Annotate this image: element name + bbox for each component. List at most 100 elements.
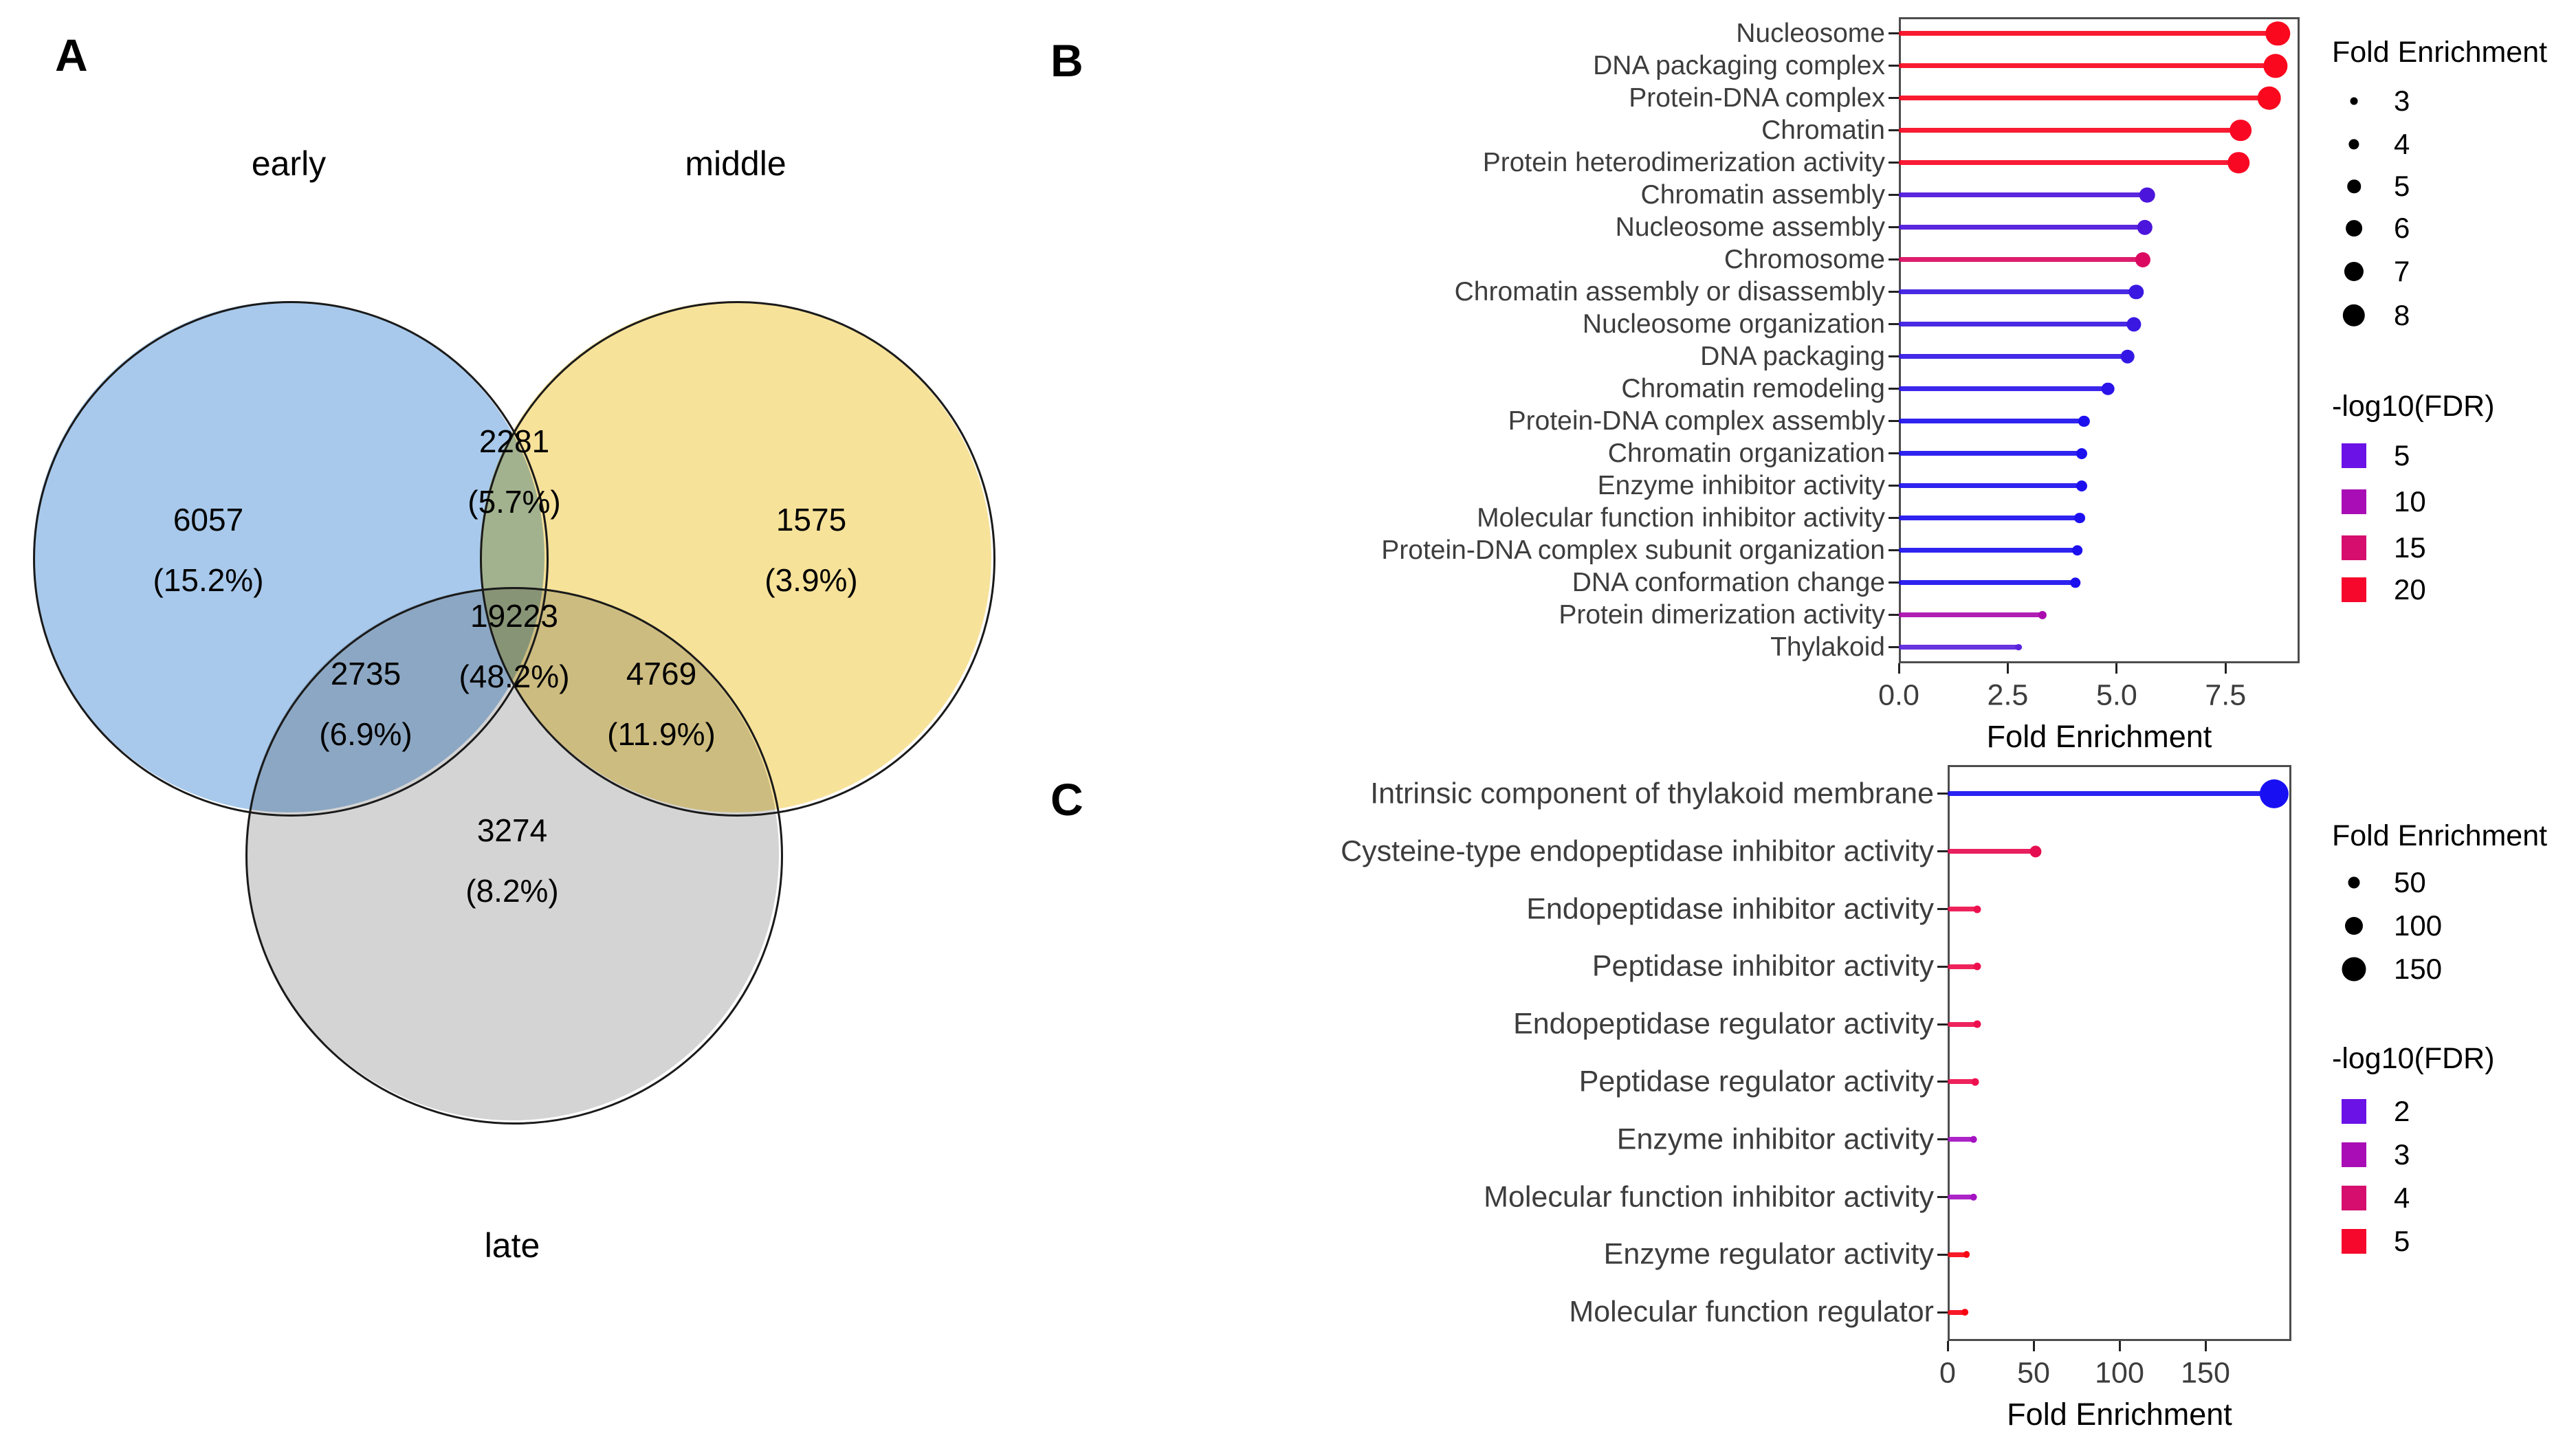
x-tick bbox=[1897, 663, 1900, 674]
y-tick bbox=[1937, 1196, 1948, 1198]
lollipop-stem bbox=[1948, 1079, 1975, 1085]
legend-color-swatch bbox=[2342, 1099, 2366, 1124]
legend-size-label: 8 bbox=[2394, 299, 2410, 331]
lollipop-dot bbox=[2137, 219, 2153, 235]
category-label: Nucleosome assembly bbox=[1615, 212, 1885, 242]
category-label: Nucleosome organization bbox=[1582, 309, 1885, 339]
x-axis-title: Fold Enrichment bbox=[1986, 719, 2212, 754]
venn-region-count-early: 6057 bbox=[173, 502, 244, 538]
x-tick-label: 100 bbox=[2095, 1356, 2144, 1390]
category-label: Enzyme regulator activity bbox=[1603, 1237, 1934, 1271]
lollipop-stem bbox=[1899, 192, 2148, 197]
legend-size-dot bbox=[2348, 876, 2360, 889]
category-label: Chromatin organization bbox=[1607, 438, 1885, 468]
legend-color-swatch bbox=[2342, 577, 2366, 602]
legend-color-swatch bbox=[2342, 535, 2366, 560]
y-tick bbox=[1889, 614, 1899, 616]
legend-color-title: -log10(FDR) bbox=[2332, 1042, 2495, 1075]
lollipop-stem bbox=[1899, 160, 2239, 165]
lollipop-dot bbox=[1972, 905, 1981, 913]
y-tick bbox=[1889, 420, 1899, 422]
category-label: Chromatin assembly or disassembly bbox=[1454, 276, 1885, 307]
y-tick bbox=[1889, 355, 1899, 357]
x-tick bbox=[2204, 1341, 2207, 1351]
lollipop-stem bbox=[1948, 1195, 1974, 1199]
category-label: DNA conformation change bbox=[1572, 567, 1885, 597]
legend-size-dot bbox=[2348, 139, 2359, 150]
venn-set-label-late: late bbox=[484, 1226, 540, 1265]
y-tick bbox=[1937, 793, 1948, 795]
x-tick-label: 7.5 bbox=[2205, 678, 2247, 712]
x-tick bbox=[2115, 663, 2118, 674]
category-label: Peptidase regulator activity bbox=[1578, 1065, 1934, 1098]
panel-b-letter: B bbox=[1050, 35, 1083, 86]
y-tick bbox=[1889, 388, 1899, 390]
lollipop-dot bbox=[2038, 610, 2047, 619]
venn-region-pct-early_late: (6.9%) bbox=[319, 716, 412, 752]
category-label: DNA packaging bbox=[1700, 341, 1885, 371]
category-label: Chromatin bbox=[1761, 115, 1885, 145]
legend-color-label: 2 bbox=[2394, 1095, 2410, 1127]
category-label: Chromatin assembly bbox=[1640, 179, 1885, 210]
category-label: Protein-DNA complex subunit organization bbox=[1381, 535, 1885, 565]
lollipop-dot bbox=[1971, 1078, 1979, 1086]
plot-frame bbox=[1899, 17, 2300, 663]
lollipop-stem bbox=[1899, 483, 2082, 488]
venn-region-count-late: 3274 bbox=[476, 812, 548, 848]
venn-set-label-middle: middle bbox=[685, 144, 786, 183]
x-tick-label: 150 bbox=[2181, 1356, 2230, 1390]
y-tick bbox=[1889, 581, 1899, 584]
legend-color-label: 5 bbox=[2394, 439, 2410, 472]
y-tick bbox=[1937, 1138, 1948, 1141]
category-label: Thylakoid bbox=[1770, 632, 1885, 662]
legend-size-title: Fold Enrichment bbox=[2332, 819, 2548, 852]
y-tick bbox=[1889, 452, 1899, 454]
legend-size-label: 4 bbox=[2394, 128, 2410, 160]
legend-size-dot bbox=[2346, 220, 2362, 236]
lollipop-dot bbox=[1963, 1251, 1970, 1259]
lollipop-stem bbox=[1899, 419, 2084, 423]
lollipop-stem bbox=[1899, 516, 2080, 520]
y-tick bbox=[1889, 65, 1899, 67]
legend-size-dot bbox=[2344, 261, 2364, 282]
lollipop-stem bbox=[1899, 257, 2143, 262]
lollipop-dot bbox=[1970, 1193, 1977, 1201]
lollipop-stem bbox=[1899, 580, 2076, 585]
lollipop-dot bbox=[2072, 544, 2083, 556]
lollipop-dot bbox=[2227, 151, 2250, 174]
legend-color-label: 10 bbox=[2394, 485, 2426, 518]
x-tick-label: 0 bbox=[1939, 1356, 1956, 1390]
y-tick bbox=[1937, 1253, 1948, 1256]
lollipop-stem bbox=[1899, 354, 2128, 359]
lollipop-dot bbox=[2120, 349, 2135, 364]
lollipop-dot bbox=[2074, 512, 2085, 524]
legend-size-dot bbox=[2347, 179, 2361, 193]
category-label: Enzyme inhibitor activity bbox=[1616, 1122, 1934, 1156]
legend-color-swatch bbox=[2342, 489, 2366, 514]
lollipop-stem bbox=[1948, 1021, 1977, 1027]
lollipop-stem bbox=[1899, 289, 2137, 294]
legend-color-swatch bbox=[2342, 1186, 2366, 1210]
lollipop-stem bbox=[1899, 31, 2278, 36]
x-tick-label: 0.0 bbox=[1878, 678, 1919, 712]
category-label: Molecular function inhibitor activity bbox=[1484, 1180, 1934, 1213]
y-tick bbox=[1937, 1311, 1948, 1314]
x-tick bbox=[2224, 663, 2227, 674]
y-tick bbox=[1889, 549, 1899, 551]
lollipop-dot bbox=[1961, 1309, 1968, 1316]
legend-color-label: 4 bbox=[2394, 1182, 2410, 1214]
lollipop-dot bbox=[2128, 284, 2144, 300]
legend-size-label: 6 bbox=[2394, 212, 2410, 244]
lollipop-dot bbox=[2265, 21, 2291, 46]
category-label: Chromatin remodeling bbox=[1621, 373, 1885, 403]
lollipop-dot bbox=[2069, 577, 2081, 588]
x-tick-label: 5.0 bbox=[2095, 678, 2137, 712]
venn-region-pct-late: (8.2%) bbox=[465, 873, 559, 909]
legend-color-swatch bbox=[2342, 1229, 2366, 1254]
lollipop-dot bbox=[2101, 382, 2115, 395]
category-label: Molecular function inhibitor activity bbox=[1477, 502, 1885, 533]
legend-size-label: 5 bbox=[2394, 170, 2410, 202]
y-tick bbox=[1889, 646, 1899, 648]
lollipop-stem bbox=[1899, 451, 2082, 456]
